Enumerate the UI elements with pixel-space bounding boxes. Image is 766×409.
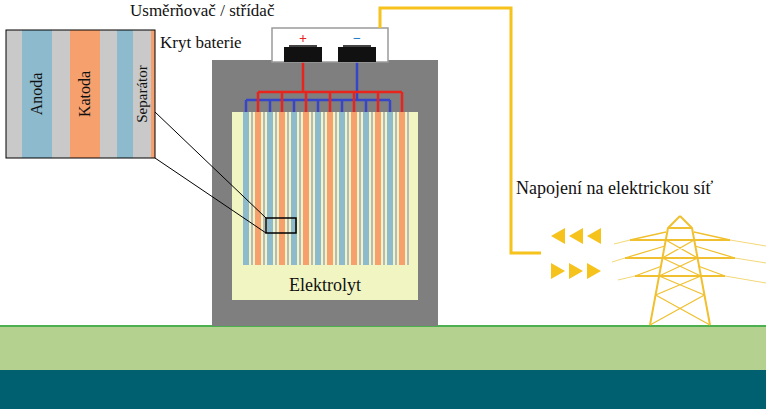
text-holder: Elektrolyt <box>289 276 361 296</box>
flow-arrows <box>551 228 601 279</box>
electrolyte-region-label: Elektrolyt <box>289 276 361 296</box>
ground-band <box>0 327 766 371</box>
inset-frame <box>6 30 155 158</box>
positive-busbar <box>258 62 402 112</box>
separator-sheet <box>275 112 277 265</box>
arrow-left <box>551 228 565 244</box>
anode-plate <box>243 112 249 265</box>
busbars <box>246 62 402 112</box>
anode-strip-fill <box>22 30 52 158</box>
arrow-right <box>551 263 565 279</box>
separator-sheet <box>323 112 325 265</box>
arrow-right <box>569 263 583 279</box>
electrolyte-fill <box>232 112 418 300</box>
separator-sheet <box>263 112 265 265</box>
power-wires <box>612 240 766 283</box>
anode-strip: Anoda <box>22 30 52 158</box>
separator-sheet <box>335 112 337 265</box>
separator-sheet <box>395 112 397 265</box>
cathode-strip-label: Katoda <box>76 71 94 117</box>
electrode-stack <box>243 112 409 265</box>
negative-terminal <box>338 47 376 62</box>
battery-housing-fill <box>212 60 438 326</box>
label-holder: − <box>353 29 361 47</box>
anode-strip-fill <box>117 30 133 158</box>
cathode-plate <box>375 112 381 265</box>
cathode-strip: Katoda <box>70 30 100 158</box>
separator-strip-label: Separátor <box>134 65 151 122</box>
separator-sheet <box>359 112 361 265</box>
separator-strip-fill <box>133 30 151 158</box>
negative-busbar <box>246 62 390 112</box>
anode-strip-label: Anoda <box>28 73 46 116</box>
zoom-leader <box>155 112 266 233</box>
positive-terminal <box>284 47 322 62</box>
separator-sheet <box>311 112 313 265</box>
zoom-inset <box>6 30 155 158</box>
pylon-legs <box>650 216 710 325</box>
cathode-strip-fill <box>151 30 155 158</box>
label-holder: + <box>299 29 307 47</box>
text-holder: Katoda <box>76 71 94 117</box>
anode-plate <box>315 112 321 265</box>
converter-label: Usměrňovač / střídač <box>130 2 274 21</box>
separator-sheet <box>371 112 373 265</box>
separator-sheet <box>347 112 349 265</box>
label-holder: Usměrňovač / střídač <box>130 2 274 21</box>
text-holder: Anoda <box>28 73 46 116</box>
cathode-plate <box>351 112 357 265</box>
pylon-arm-braces <box>625 232 735 276</box>
anode-plate <box>339 112 345 265</box>
pylon-arms <box>625 240 735 276</box>
separator-sheet <box>383 112 385 265</box>
anode-plate <box>387 112 393 265</box>
anode-plate <box>267 112 273 265</box>
separator-sheet <box>407 112 409 265</box>
label-holder: Napojení na elektrickou síť <box>516 179 713 199</box>
text-holder: Separátor <box>133 65 151 122</box>
cathode-plate <box>279 112 285 265</box>
plus-sign: + <box>299 31 307 46</box>
soil-band <box>0 370 766 409</box>
cathode-plate <box>255 112 261 265</box>
arrow-right <box>587 263 601 279</box>
minus-sign: − <box>353 31 361 46</box>
separator-sheet <box>299 112 301 265</box>
electrolyte-region: Elektrolyt <box>232 112 418 300</box>
separator-strip-fill <box>52 30 70 158</box>
separator-sheet <box>287 112 289 265</box>
text-holder: Kryt baterie <box>160 34 242 53</box>
separator-strip: Separátor <box>133 30 151 158</box>
cathode-strip-fill <box>70 30 100 158</box>
arrow-left <box>569 228 583 244</box>
anode-plate <box>291 112 297 265</box>
terminal-box <box>272 28 388 62</box>
battery-housing-label: Kryt baterie <box>160 34 242 53</box>
arrow-left <box>587 228 601 244</box>
cathode-plate <box>399 112 405 265</box>
grid-cable <box>380 8 541 253</box>
anode-plate <box>363 112 369 265</box>
separator-strip-fill <box>100 30 117 158</box>
power-pylon <box>612 216 766 325</box>
battery-housing: Kryt baterieElektrolyt <box>212 60 438 326</box>
grid-connection-label: Napojení na elektrickou síť <box>516 179 713 199</box>
zoom-marker <box>266 218 296 233</box>
cathode-plate <box>327 112 333 265</box>
separator-sheet <box>251 112 253 265</box>
cathode-plate <box>303 112 309 265</box>
pylon-lattice <box>650 240 710 325</box>
separator-strip-fill <box>6 30 22 158</box>
